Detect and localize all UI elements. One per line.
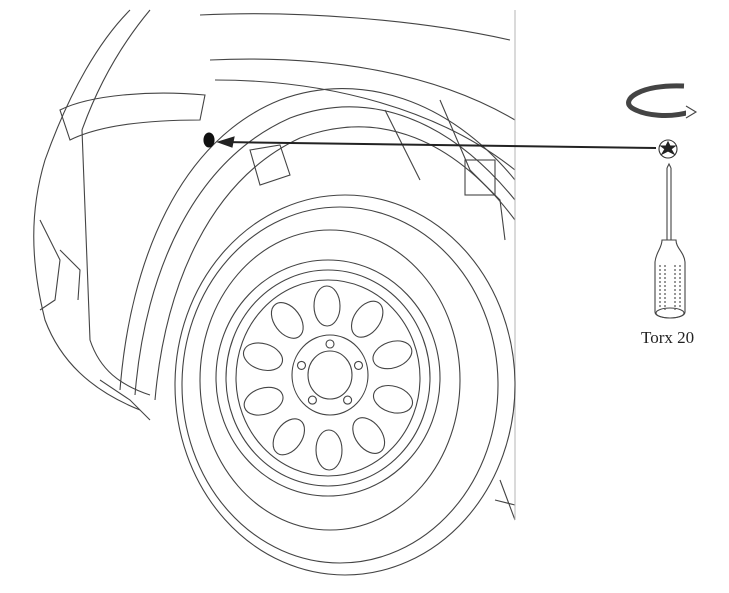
screwdriver-icon <box>654 162 686 319</box>
lug-nut <box>343 395 353 405</box>
lug-nut <box>296 360 307 370</box>
spoke-opening <box>352 417 386 454</box>
spoke-opening <box>242 342 284 372</box>
lug-nut <box>307 395 317 405</box>
rotation-arrow-icon <box>626 83 698 119</box>
vehicle-body <box>33 9 516 521</box>
spoke-opening <box>372 384 414 414</box>
torx-bit-icon <box>658 139 678 159</box>
lug-nut <box>353 360 364 370</box>
spoke-opening <box>313 285 341 327</box>
spoke-opening <box>270 302 304 339</box>
rim-spokes <box>242 285 414 471</box>
spoke-opening <box>350 300 384 338</box>
spoke-opening <box>315 429 343 471</box>
fastener-location-marker <box>203 132 215 148</box>
spoke-opening <box>243 386 284 416</box>
spoke-opening <box>272 418 306 456</box>
lug-nuts <box>296 339 364 405</box>
tire <box>174 194 516 576</box>
pointer-arrow <box>216 136 657 149</box>
tool-label: Torx 20 <box>641 328 695 347</box>
wheel-rim <box>215 259 441 497</box>
lug-nut <box>325 339 335 349</box>
spoke-opening <box>372 340 413 370</box>
